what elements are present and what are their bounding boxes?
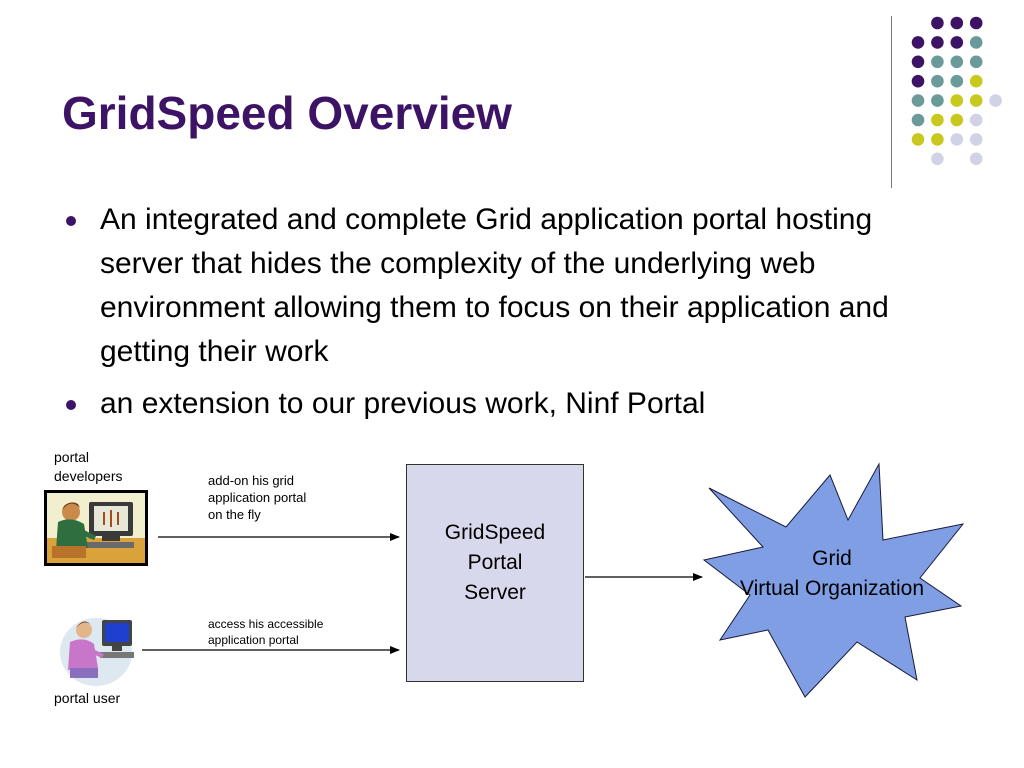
decorative-dot bbox=[911, 36, 925, 49]
grid-label: Grid Virtual Organization bbox=[712, 544, 952, 604]
developer-arrow-label-line1: add-on his grid bbox=[208, 473, 294, 488]
decorative-dot bbox=[989, 94, 1002, 107]
decorative-dot bbox=[950, 133, 964, 146]
decorative-dot-grid bbox=[911, 16, 1002, 166]
bullet-text: An integrated and complete Grid applicat… bbox=[100, 203, 889, 368]
decorative-dot bbox=[969, 94, 983, 107]
title-divider-line bbox=[891, 16, 892, 188]
developer-arrow-label-line2: application portal bbox=[208, 490, 307, 505]
decorative-dot bbox=[931, 152, 944, 166]
developers-label-line2: developers bbox=[54, 468, 123, 484]
gridspeed-portal-server-box: GridSpeed Portal Server bbox=[406, 464, 584, 682]
decorative-dot bbox=[950, 94, 964, 107]
grid-label-line2: Virtual Organization bbox=[739, 577, 925, 600]
decorative-dot bbox=[931, 74, 944, 88]
server-label-line1: GridSpeed bbox=[444, 521, 546, 544]
decorative-dot bbox=[931, 94, 944, 107]
developer-arrow-label-line3: on the fly bbox=[208, 507, 261, 522]
developer-arrow-label: add-on his grid application portal on th… bbox=[208, 472, 306, 523]
user-arrow-label-line1: access his accessible bbox=[208, 617, 324, 631]
decorative-dot bbox=[950, 55, 964, 69]
decorative-dot bbox=[969, 36, 983, 49]
decorative-dot bbox=[969, 152, 983, 166]
grid-label-line1: Grid bbox=[812, 547, 852, 570]
decorative-dot bbox=[950, 113, 964, 127]
user-label: portal user bbox=[54, 690, 121, 706]
server-label-line3: Server bbox=[464, 581, 526, 604]
server-label-line2: Portal bbox=[467, 551, 523, 574]
user-at-computer-icon bbox=[58, 612, 138, 688]
decorative-dot bbox=[911, 55, 925, 69]
grid-virtual-organization-star bbox=[702, 462, 965, 698]
decorative-dot bbox=[931, 55, 944, 69]
decorative-dot bbox=[950, 16, 964, 30]
bullet-item: An integrated and complete Grid applicat… bbox=[62, 198, 962, 374]
bullet-text: an extension to our previous work, Ninf … bbox=[100, 387, 706, 420]
decorative-dot bbox=[969, 16, 983, 30]
bullet-item: an extension to our previous work, Ninf … bbox=[62, 382, 962, 426]
decorative-dot bbox=[950, 36, 964, 49]
developer-at-computer-icon bbox=[44, 490, 148, 566]
decorative-dot bbox=[911, 94, 925, 107]
decorative-dot bbox=[969, 133, 983, 146]
decorative-dot bbox=[931, 133, 944, 146]
bullet-list: An integrated and complete Grid applicat… bbox=[62, 198, 962, 434]
decorative-dot bbox=[911, 113, 925, 127]
decorative-dot bbox=[911, 133, 925, 146]
bullet-marker bbox=[66, 400, 76, 410]
decorative-dot bbox=[969, 113, 983, 127]
user-arrow-label: access his accessible application portal bbox=[208, 616, 323, 648]
user-arrow-label-line2: application portal bbox=[208, 633, 299, 647]
decorative-dot bbox=[950, 74, 964, 88]
server-label: GridSpeed Portal Server bbox=[415, 518, 575, 608]
decorative-dot bbox=[931, 36, 944, 49]
bullet-marker bbox=[66, 216, 76, 226]
decorative-dot bbox=[931, 113, 944, 127]
developers-label: portal developers bbox=[54, 448, 123, 486]
decorative-dot bbox=[969, 55, 983, 69]
slide-title: GridSpeed Overview bbox=[62, 87, 512, 139]
decorative-dot bbox=[931, 16, 944, 30]
developers-label-line1: portal bbox=[54, 449, 90, 465]
decorative-dot bbox=[969, 74, 983, 88]
decorative-dot bbox=[911, 74, 925, 88]
